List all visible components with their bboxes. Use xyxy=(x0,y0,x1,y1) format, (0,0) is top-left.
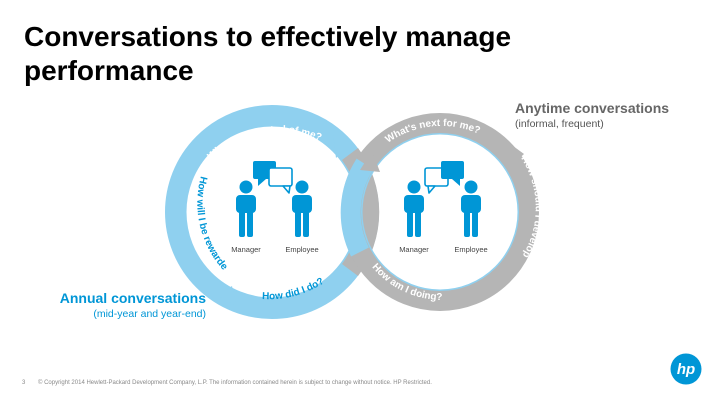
copyright-text: © Copyright 2014 Hewlett-Packard Develop… xyxy=(38,380,432,386)
anytime-conversations-caption: Anytime conversations (informal, frequen… xyxy=(515,100,715,131)
left-conversation-group: Manager Employee xyxy=(231,161,319,254)
annual-conversations-caption: Annual conversations (mid-year and year-… xyxy=(40,290,206,321)
manager-label: Manager xyxy=(399,245,429,254)
arrow-head-right-top xyxy=(509,143,524,165)
manager-person-icon xyxy=(404,180,424,237)
anytime-heading: Anytime conversations xyxy=(515,100,670,116)
hp-logo-text: hp xyxy=(677,361,695,378)
anytime-loop xyxy=(340,113,539,311)
page-number: 3 xyxy=(22,380,26,386)
hp-logo-icon: hp xyxy=(670,353,702,385)
employee-person-icon xyxy=(292,180,312,237)
speech-bubbles-icon xyxy=(424,161,464,194)
employee-person-icon xyxy=(461,180,481,237)
slide-footer: 3 © Copyright 2014 Hewlett-Packard Develo… xyxy=(22,380,432,386)
arrow-head-left-loop-bottom xyxy=(218,286,236,306)
anytime-loop-inner-ring xyxy=(359,131,521,293)
manager-person-icon xyxy=(236,180,256,237)
employee-label: Employee xyxy=(454,245,487,254)
annual-heading: Annual conversations xyxy=(59,290,206,306)
right-conversation-group: Manager Employee xyxy=(399,161,488,254)
annual-subheading: (mid-year and year-end) xyxy=(93,308,206,320)
arrow-head-right-loop xyxy=(360,151,380,172)
anytime-loop-blue-segment xyxy=(340,158,374,257)
employee-label: Employee xyxy=(285,245,318,254)
speech-bubbles-icon xyxy=(253,161,293,194)
manager-label: Manager xyxy=(231,245,261,254)
anytime-subheading: (informal, frequent) xyxy=(515,118,604,130)
arrow-head-top xyxy=(333,134,352,158)
slide-title: Conversations to effectively manage perf… xyxy=(24,21,512,86)
arc-label-how-will-i-be-rewarded: How will I be rewarded? xyxy=(0,0,230,273)
